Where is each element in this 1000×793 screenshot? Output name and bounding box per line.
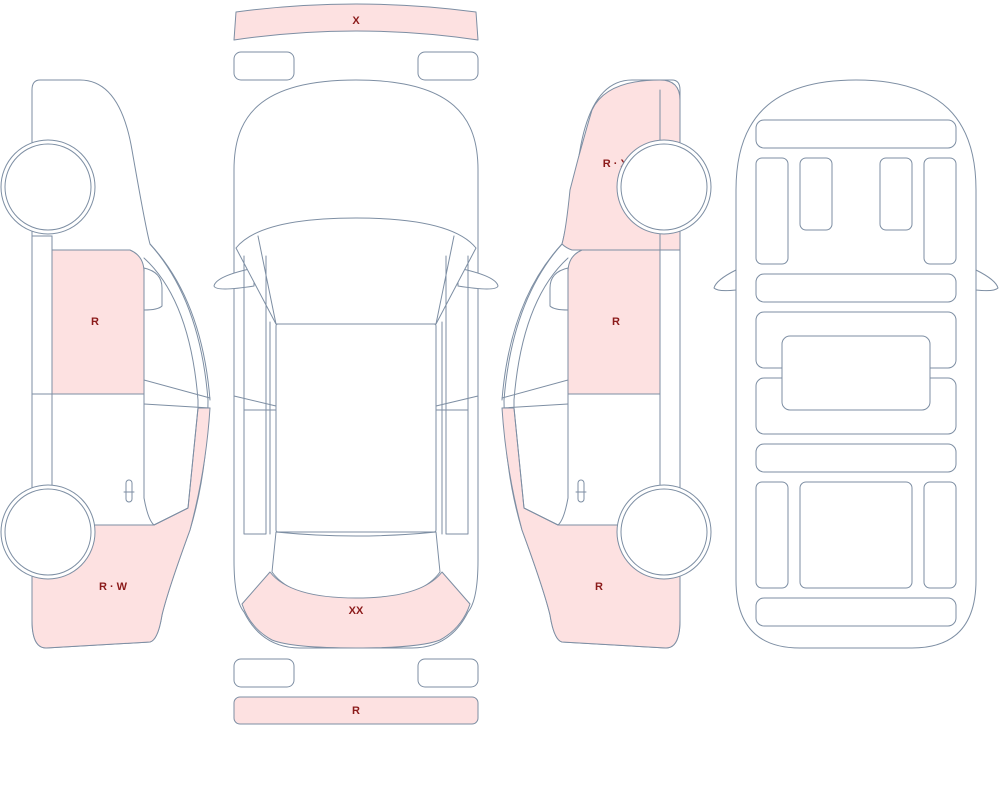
rear-bumper-panel[interactable] xyxy=(233,696,479,725)
left-headlight[interactable] xyxy=(233,51,295,81)
right-window-frame xyxy=(501,243,569,526)
front-bumper-label: X xyxy=(352,15,360,27)
right-front-wheel[interactable] xyxy=(616,139,712,235)
driver-pedal-area[interactable] xyxy=(799,157,833,231)
dashboard-panel[interactable] xyxy=(755,119,957,149)
right-door-handle[interactable] xyxy=(577,479,585,503)
right-rear-quarter-panel[interactable] xyxy=(501,407,681,649)
right-front-wheel-rim xyxy=(620,143,708,231)
left-front-door-panel[interactable] xyxy=(51,249,145,395)
windshield-pillar-left xyxy=(257,235,277,325)
trunk-label: XX xyxy=(349,605,364,617)
windshield[interactable] xyxy=(235,217,477,325)
left-side-mirror[interactable] xyxy=(143,267,163,311)
passenger-pedal-area[interactable] xyxy=(879,157,913,231)
left-front-footwell[interactable] xyxy=(755,157,789,265)
rear-bumper-label: R xyxy=(352,705,360,717)
right-rear-wheel-rim xyxy=(620,488,708,576)
right-side-mirror[interactable] xyxy=(549,267,569,311)
top-view: X XX R xyxy=(213,3,499,725)
left-door-handle[interactable] xyxy=(125,479,133,503)
front-seat-row[interactable] xyxy=(755,273,957,303)
center-console[interactable] xyxy=(781,335,931,411)
right-front-door-label: R xyxy=(612,316,620,328)
left-taillight[interactable] xyxy=(233,658,295,688)
right-rear-footwell[interactable] xyxy=(923,481,957,589)
right-headlight[interactable] xyxy=(417,51,479,81)
left-rear-quarter-panel[interactable] xyxy=(31,407,211,649)
windshield-pillar-right xyxy=(435,235,455,325)
left-front-door-label: R xyxy=(91,316,99,328)
left-b-pillar xyxy=(233,395,277,411)
front-bumper-panel[interactable] xyxy=(233,3,479,41)
interior-left-mirror[interactable] xyxy=(713,269,737,292)
right-front-door-panel[interactable] xyxy=(567,249,661,395)
right-rear-door-panel[interactable] xyxy=(557,393,661,526)
trunk-panel[interactable] xyxy=(241,571,471,649)
trunk-floor-panel[interactable] xyxy=(799,481,913,589)
rear-seat-row[interactable] xyxy=(755,443,957,473)
left-rocker-line xyxy=(31,235,145,395)
right-side-view: R · XX R R xyxy=(501,79,712,649)
left-front-wheel[interactable] xyxy=(0,139,96,235)
right-b-pillar xyxy=(435,395,479,411)
interior-view xyxy=(713,79,999,649)
left-front-wheel-rim xyxy=(4,143,92,231)
right-side-glass xyxy=(445,255,469,535)
left-side-view: R · W R xyxy=(0,79,211,649)
right-front-footwell[interactable] xyxy=(923,157,957,265)
left-rear-wheel[interactable] xyxy=(0,484,96,580)
left-a-pillar xyxy=(143,379,211,409)
right-taillight[interactable] xyxy=(417,658,479,688)
trunk-sill-panel[interactable] xyxy=(755,597,957,627)
interior-right-mirror[interactable] xyxy=(975,269,999,292)
left-rear-door-panel[interactable] xyxy=(51,393,155,526)
left-rear-wheel-rim xyxy=(4,488,92,576)
left-rear-quarter-label: R · W xyxy=(99,581,128,593)
right-rear-wheel[interactable] xyxy=(616,484,712,580)
left-window-frame xyxy=(143,243,211,526)
right-a-pillar xyxy=(501,379,569,409)
left-rear-footwell[interactable] xyxy=(755,481,789,589)
right-rear-quarter-label: R xyxy=(595,581,603,593)
roof-panel[interactable] xyxy=(275,323,437,533)
left-side-glass xyxy=(243,255,267,535)
